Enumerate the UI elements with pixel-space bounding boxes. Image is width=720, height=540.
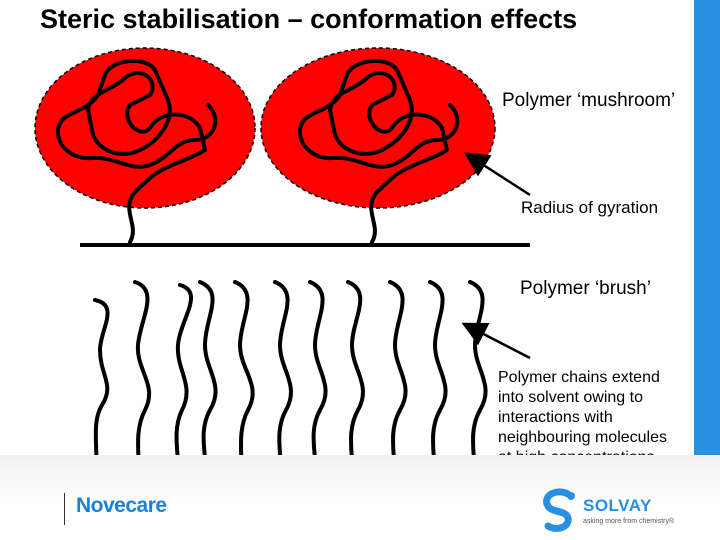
brush-chain-8 [346,280,365,492]
brush-chain-11 [468,280,488,492]
brush-chains [93,280,488,492]
chains-line: interactions with [498,409,613,426]
solvay-swirl-icon [543,488,575,532]
footer-band [0,455,720,540]
label-chains-description: Polymer chains extend into solvent owing… [498,368,713,468]
mushroom-blob-left [34,47,256,209]
brush-chain-4 [198,280,218,492]
chains-arrow [461,322,531,360]
brush-chain-3 [174,283,193,492]
brush-chain-7 [308,280,328,492]
brush-chain-6 [273,280,293,492]
chains-line: neighbouring molecules [498,429,667,446]
brush-chain-10 [428,280,448,492]
coiled-chain-right [298,58,460,244]
brush-chain-5 [233,280,255,492]
chains-line: Polymer chains extend [498,369,660,386]
label-polymer-mushroom: Polymer ‘mushroom’ [502,90,676,111]
brush-chain-9 [388,280,408,492]
coiled-chain-left [56,58,218,244]
slide-title: Steric stabilisation – conformation effe… [40,4,578,34]
label-radius-of-gyration: Radius of gyration [521,198,659,217]
brush-chain-2 [133,280,152,492]
footer-divider [64,493,65,525]
solvay-logo-text: SOLVAY [583,496,652,515]
right-accent-bar [694,0,720,455]
solvay-tagline: asking more from chemistry® [583,518,675,525]
chains-line: into solvent owing to [498,389,643,406]
radius-arrow [463,152,531,197]
brush-chain-1 [93,298,110,492]
novecare-logo: Novecare [76,494,167,517]
label-polymer-brush: Polymer ‘brush’ [520,278,651,299]
